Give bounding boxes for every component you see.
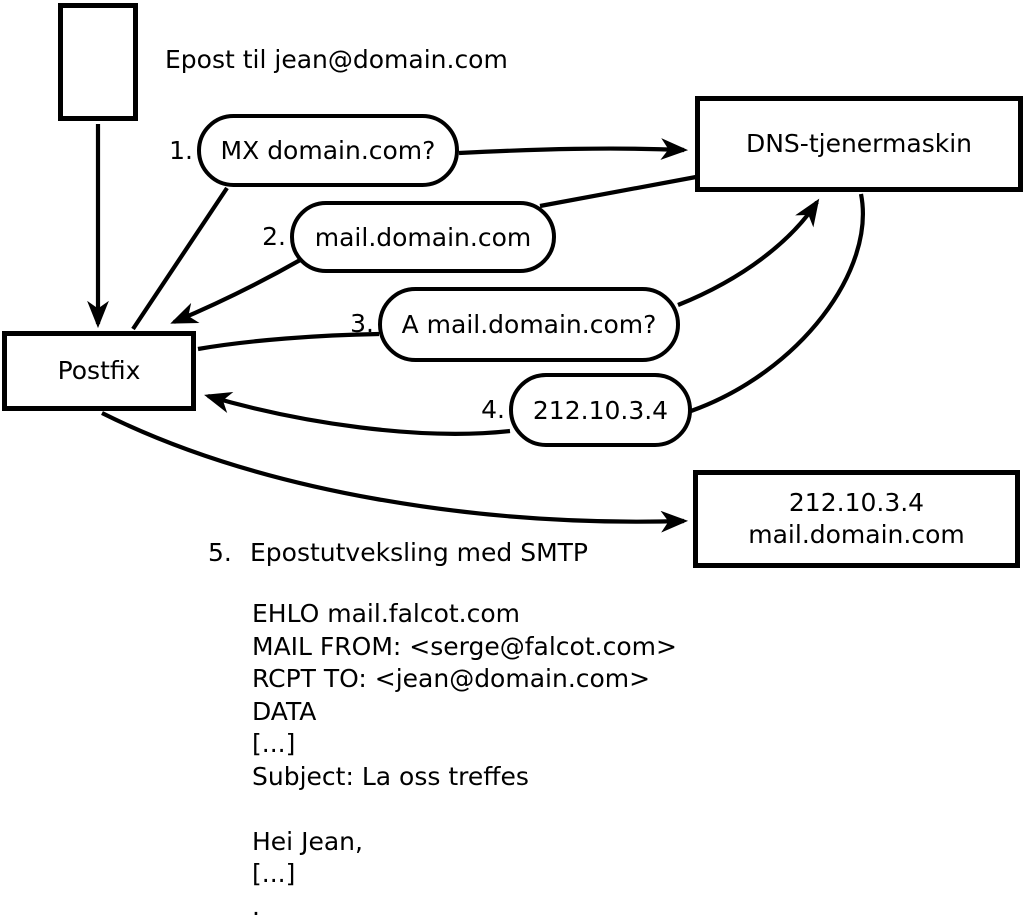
email-document-box bbox=[58, 3, 138, 121]
dns-server-box: DNS-tjenermaskin bbox=[695, 96, 1023, 192]
smtp-line: Hei Jean, bbox=[252, 826, 363, 856]
arrow-step3-postfix-to-bubble bbox=[197, 331, 380, 352]
bubble-mx-query-label: MX domain.com? bbox=[220, 136, 436, 165]
postfix-label: Postfix bbox=[57, 356, 141, 385]
step-4-number: 4. bbox=[481, 395, 505, 424]
smtp-line: Subject: La oss treffes bbox=[252, 761, 529, 791]
bubble-mx-query: MX domain.com? bbox=[197, 114, 459, 187]
arrow-step1-bubble-to-dns bbox=[458, 138, 689, 160]
step-5-label: Epostutveksling med SMTP bbox=[250, 538, 589, 567]
arrow-step3-bubble-to-dns bbox=[677, 198, 820, 307]
arrow-step5-postfix-to-mailserver bbox=[101, 411, 689, 533]
bubble-mx-answer: mail.domain.com bbox=[290, 201, 556, 273]
smtp-line: MAIL FROM: <serge@falcot.com> bbox=[252, 631, 677, 661]
arrow-step1-postfix-to-bubble bbox=[131, 186, 229, 331]
arrow-step2-bubble-to-postfix bbox=[170, 257, 304, 324]
arrow-step4-dns-to-bubble bbox=[690, 193, 865, 413]
smtp-line: . bbox=[252, 891, 260, 919]
arrow-step2-dns-to-bubble bbox=[539, 174, 697, 209]
smtp-line bbox=[252, 793, 677, 826]
diagram-title: Epost til jean@domain.com bbox=[165, 45, 508, 74]
mail-server-ip: 212.10.3.4 bbox=[788, 488, 925, 517]
arrow-step4-bubble-to-postfix bbox=[204, 392, 511, 436]
dns-server-label: DNS-tjenermaskin bbox=[745, 129, 972, 158]
step-1-number: 1. bbox=[169, 136, 193, 165]
bubble-a-answer-label: 212.10.3.4 bbox=[532, 395, 669, 425]
mail-server-box: 212.10.3.4 mail.domain.com bbox=[693, 470, 1020, 568]
mail-server-hostname: mail.domain.com bbox=[748, 520, 965, 549]
smtp-line: [...] bbox=[252, 859, 296, 888]
bubble-a-answer: 212.10.3.4 bbox=[509, 373, 692, 447]
bubble-mx-answer-label: mail.domain.com bbox=[314, 222, 532, 252]
step-5-number: 5. bbox=[208, 538, 232, 567]
smtp-line: EHLO mail.falcot.com bbox=[252, 599, 521, 628]
step-3-number: 3. bbox=[350, 309, 374, 338]
smtp-line: DATA bbox=[252, 696, 317, 726]
smtp-line: [...] bbox=[252, 729, 296, 758]
postfix-box: Postfix bbox=[2, 331, 196, 411]
bubble-a-query-label: A mail.domain.com? bbox=[401, 310, 657, 339]
step-2-number: 2. bbox=[262, 222, 286, 251]
bubble-a-query: A mail.domain.com? bbox=[378, 287, 680, 362]
smtp-line: RCPT TO: <jean@domain.com> bbox=[252, 664, 651, 693]
smtp-session-block: EHLO mail.falcot.com MAIL FROM: <serge@f… bbox=[252, 598, 677, 919]
